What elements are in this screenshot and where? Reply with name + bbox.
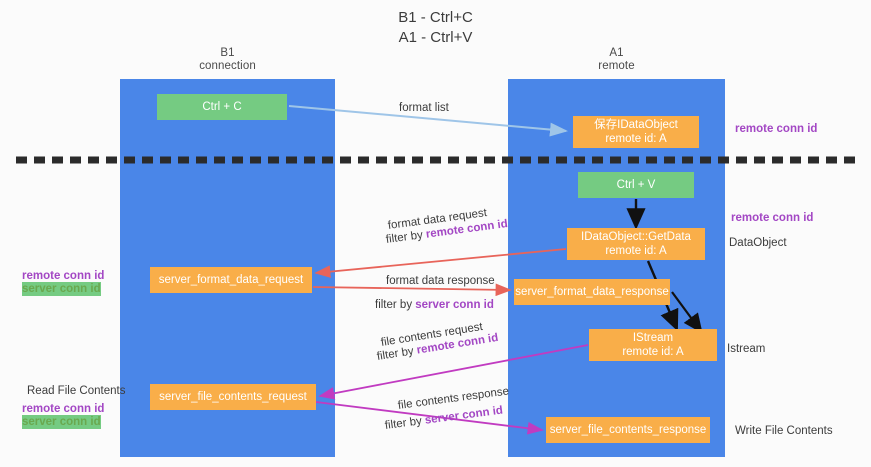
box-ctrl-c[interactable]: Ctrl + C bbox=[157, 94, 287, 120]
annotation-istream: Istream bbox=[727, 343, 766, 355]
box-server-format-data-request-label: server_format_data_request bbox=[158, 274, 304, 286]
box-ctrl-c-label: Ctrl + C bbox=[202, 101, 242, 113]
filter-prefix-4: filter by bbox=[384, 414, 426, 432]
annotation-remote-conn-id-top: remote conn id bbox=[735, 123, 818, 135]
box-idataobject-getdata-line2: remote id: A bbox=[605, 245, 667, 257]
filter-prefix-1: filter by bbox=[385, 228, 427, 246]
annotation-remote-conn-id-mid: remote conn id bbox=[731, 212, 814, 224]
box-istream[interactable]: IStream remote id: A bbox=[589, 329, 717, 361]
edge-label-format-list: format list bbox=[399, 102, 449, 114]
annotation-left-server-conn-id-2: server conn id bbox=[22, 415, 101, 429]
box-server-file-contents-request-label: server_file_contents_request bbox=[159, 391, 307, 403]
annotation-left-server-conn-id-1: server conn id bbox=[22, 282, 101, 296]
box-istream-line1: IStream bbox=[632, 332, 674, 344]
edge-label-format-data-response: format data response bbox=[386, 275, 495, 287]
filter-prefix-2: filter by bbox=[375, 299, 416, 311]
box-istream-line2: remote id: A bbox=[622, 346, 684, 358]
annotation-write-file-contents: Write File Contents bbox=[735, 425, 833, 437]
box-server-file-contents-response-label: server_file_contents_response bbox=[549, 424, 707, 436]
box-server-format-data-response[interactable]: server_format_data_response bbox=[514, 279, 670, 305]
box-ctrl-v-label: Ctrl + V bbox=[616, 179, 656, 191]
lane-header-a1-name: A1 bbox=[609, 47, 624, 59]
lane-header-b1: B1 connection bbox=[120, 47, 335, 73]
lane-header-b1-name: B1 bbox=[220, 47, 235, 59]
box-server-file-contents-request[interactable]: server_file_contents_request bbox=[150, 384, 316, 410]
edge-label-format-data-response-filter: filter by server conn id bbox=[375, 298, 494, 312]
box-save-idataobject[interactable]: 保存IDataObject remote id: A bbox=[573, 116, 699, 148]
title-line-2: A1 - Ctrl+V bbox=[398, 29, 473, 46]
box-idataobject-getdata[interactable]: IDataObject::GetData remote id: A bbox=[567, 228, 705, 260]
lane-header-b1-role: connection bbox=[199, 60, 256, 72]
box-idataobject-getdata-line1: IDataObject::GetData bbox=[581, 231, 691, 243]
annotation-left-remote-conn-id-1: remote conn id bbox=[22, 270, 105, 282]
page-title: B1 - Ctrl+C A1 - Ctrl+V bbox=[0, 8, 871, 48]
box-save-idataobject-line1: 保存IDataObject bbox=[594, 119, 678, 131]
title-line-1: B1 - Ctrl+C bbox=[398, 9, 473, 26]
lane-header-a1-role: remote bbox=[598, 60, 635, 72]
annotation-left-remote-conn-id-2: remote conn id bbox=[22, 403, 105, 415]
filter-key-server-conn-id-1: server conn id bbox=[415, 299, 494, 311]
box-server-file-contents-response[interactable]: server_file_contents_response bbox=[546, 417, 710, 443]
annotation-dataobject: DataObject bbox=[729, 237, 787, 249]
box-server-format-data-request[interactable]: server_format_data_request bbox=[150, 267, 312, 293]
lane-header-a1: A1 remote bbox=[508, 47, 725, 73]
box-save-idataobject-line2: remote id: A bbox=[605, 133, 667, 145]
annotation-read-file-contents: Read File Contents bbox=[27, 385, 126, 397]
box-server-format-data-response-label: server_format_data_response bbox=[515, 286, 669, 298]
box-ctrl-v[interactable]: Ctrl + V bbox=[578, 172, 694, 198]
